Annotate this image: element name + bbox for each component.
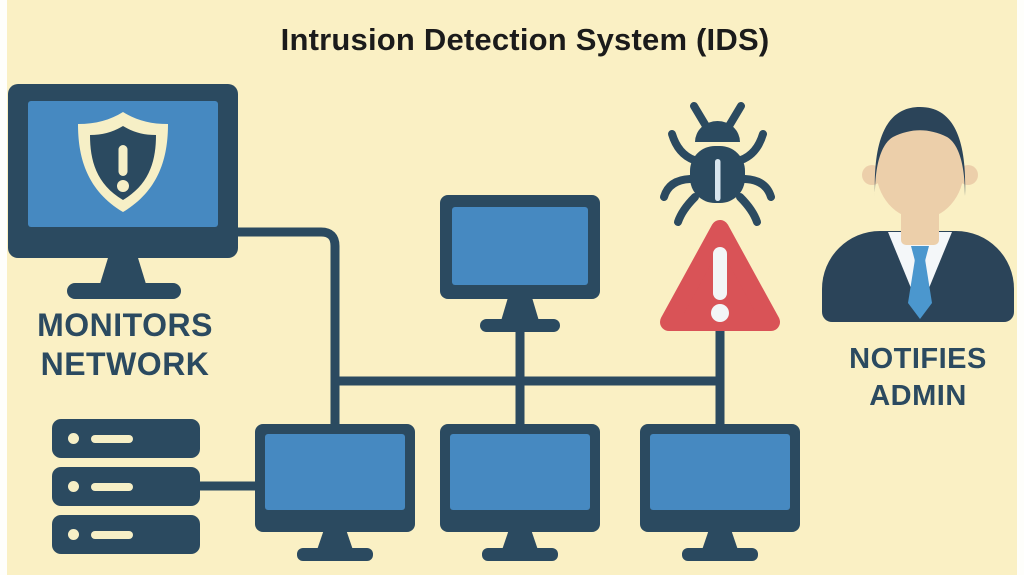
monitor-frame: [440, 424, 600, 532]
bug-leg: [674, 193, 699, 226]
monitor-frame: [255, 424, 415, 532]
server-unit: [52, 419, 200, 458]
wire-ids-to-bus: [238, 227, 340, 429]
monitors-network-label: MONITORS NETWORK: [5, 306, 245, 384]
monitor-stand-base: [67, 283, 181, 299]
monitor-stand-neck: [502, 531, 538, 550]
server-led-icon: [68, 433, 79, 444]
monitor-stand-base: [480, 319, 560, 332]
monitor-stand-neck: [100, 257, 146, 284]
diagram-title: Intrusion Detection System (IDS): [280, 22, 770, 57]
monitor-stand-neck: [317, 531, 353, 550]
server-slot-bar: [91, 483, 133, 491]
monitor-stand-base: [482, 548, 558, 561]
bug-leg: [660, 175, 694, 201]
label-line: MONITORS: [37, 307, 213, 343]
ids-monitor-icon: [8, 84, 238, 300]
admin-face: [876, 119, 964, 219]
left-edge-strip: [0, 0, 7, 575]
bug-leg: [668, 130, 698, 164]
monitor-stand-neck: [501, 298, 539, 321]
monitor-stand-base: [297, 548, 373, 561]
monitor-frame: [8, 84, 238, 258]
workstation-icon: [255, 424, 415, 561]
monitor-screen: [450, 434, 590, 510]
bug-head: [695, 121, 740, 142]
bug-stripe: [715, 159, 721, 201]
server-led-icon: [68, 529, 79, 540]
admin-hair: [874, 107, 966, 196]
monitor-stand-neck: [702, 531, 738, 550]
monitor-stand-base: [682, 548, 758, 561]
alert-exclamation-dot: [711, 304, 729, 322]
server-slot-bar: [91, 531, 133, 539]
bug-antenna: [690, 102, 710, 130]
right-edge-strip: [1017, 0, 1024, 575]
monitor-screen: [265, 434, 405, 510]
bug-leg: [741, 175, 775, 201]
admin-ear: [862, 165, 882, 185]
bug-leg: [737, 130, 767, 164]
bug-antenna: [725, 102, 745, 130]
admin-suit: [822, 231, 1014, 322]
network-monitor-icon: [440, 195, 600, 335]
bug-body: [690, 146, 745, 203]
alert-exclamation-bar: [713, 247, 727, 300]
server-slot-bar: [91, 435, 133, 443]
notifies-admin-label: NOTIFIES ADMIN: [818, 341, 1018, 415]
server-led-icon: [68, 481, 79, 492]
workstation-icon: [640, 424, 800, 561]
server-unit: [52, 467, 200, 506]
monitor-screen: [650, 434, 790, 510]
server-rack-icon: [52, 419, 200, 556]
label-line: NOTIFIES: [849, 343, 987, 375]
server-unit: [52, 515, 200, 554]
label-line: NETWORK: [40, 346, 210, 382]
bug-leg: [736, 193, 761, 226]
monitor-frame: [640, 424, 800, 532]
monitor-screen: [28, 101, 218, 227]
label-line: ADMIN: [869, 380, 967, 412]
admin-ear: [958, 165, 978, 185]
triangle-shape: [660, 220, 780, 331]
monitor-screen: [452, 207, 588, 285]
monitor-frame: [440, 195, 600, 299]
workstation-icon: [440, 424, 600, 561]
